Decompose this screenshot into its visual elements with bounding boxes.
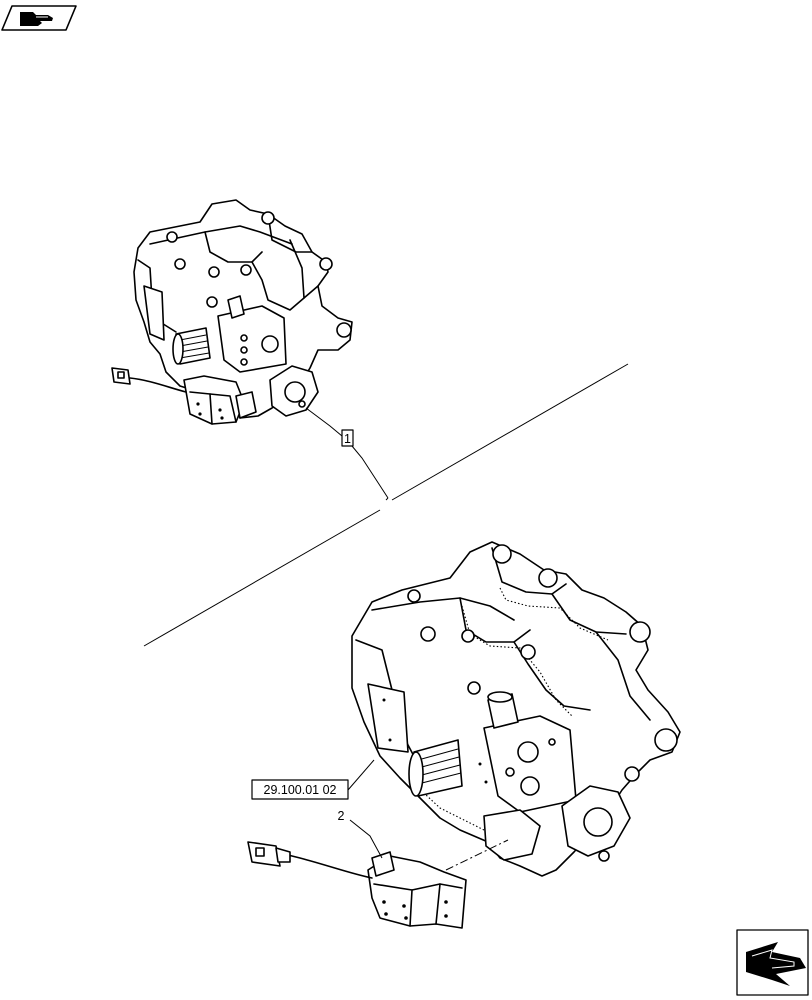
reference-callout: 29.100.01 02 [251,759,375,800]
pump-assembly-small [111,199,353,425]
separator-lines [143,363,629,647]
reference-code-label: 29.100.01 02 [264,783,337,797]
pump-assembly-large [351,541,681,877]
alignment-line [445,839,509,871]
callout-label-2: 2 [338,809,345,823]
solenoid-valve-item-2 [247,841,467,929]
callout-2: 2 [338,809,383,859]
pointing-hand-icon[interactable] [1,5,77,31]
next-page-arrow-icon[interactable] [736,929,809,996]
callout-label-1: 1 [344,432,351,446]
callout-1: 1 [305,407,389,501]
